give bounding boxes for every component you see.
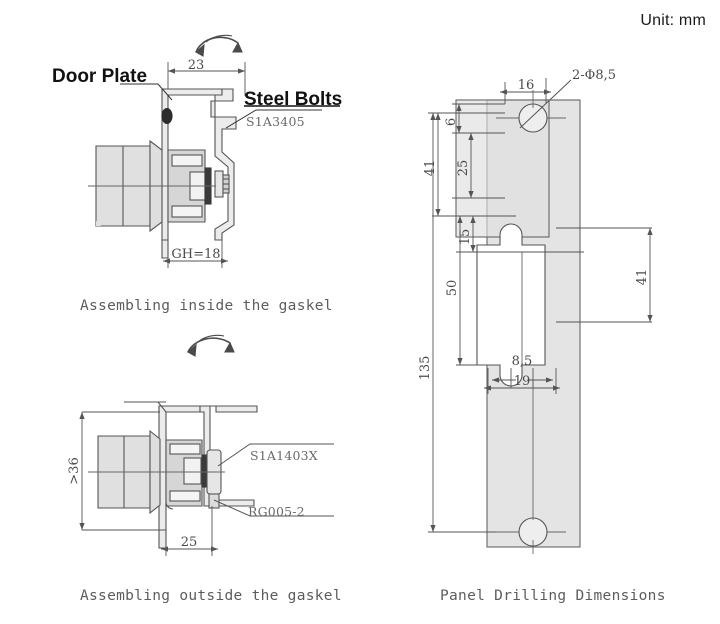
caption-assembling-outside: Assembling outside the gaskel [80,588,342,604]
label-door-plate: Door Plate [52,66,148,87]
housing-arc-detail [165,501,174,510]
lock-housing-2 [165,439,208,507]
gasket-ring [206,449,222,509]
dim-gh18 [163,236,228,268]
dim-text-41-right: 41 [635,269,650,286]
steel-bolt-bracket [210,88,237,241]
view-assembling-outside [79,334,334,556]
leader-rg0052 [213,499,334,517]
nut-stack [214,170,230,198]
dim-text-gh18: GH=18 [171,247,220,262]
dim-text-50: 50 [445,280,460,297]
dim-text-6: 6 [444,118,459,126]
dim-41-right [556,227,653,323]
dim-slot-19 [484,368,560,394]
unit-label: Unit: mm [640,12,706,29]
dim-text-41-left: 41 [423,160,438,177]
bracket-outside [199,405,258,507]
view-panel-drilling [428,78,653,554]
part-code-s1a3405: S1A3405 [246,114,305,129]
dim-text-25-panel: 25 [456,160,471,177]
dim-16 [500,78,551,104]
dim-text-slot-19: 19 [514,374,531,389]
label-steel-bolts: Steel Bolts [244,89,343,110]
dim-text-135: 135 [418,356,433,381]
dim-text-16: 16 [518,78,535,93]
dim-25-outside [161,506,218,556]
rotation-arc-icon-2 [187,334,235,357]
dim-text-36: >36 [67,457,82,484]
top-fixing-hole [518,103,548,133]
leader-steel-bolts [225,109,322,129]
dim-text-15: 15 [458,229,473,246]
view-assembling-inside [88,34,340,268]
caption-assembling-inside: Assembling inside the gaskel [80,298,333,314]
leader-hole-spec [519,79,572,129]
dim-text-slot-85: 8,5 [512,354,533,369]
part-code-s1a1403x: S1A1403X [250,448,318,463]
dim-50 [456,215,500,366]
dim-23 [167,62,246,96]
dim-text-23: 23 [188,58,205,73]
part-code-rg005-2: RG005-2 [248,504,305,519]
dim-text-hole-spec: 2-Φ8,5 [572,68,616,83]
dim-slot-85 [492,368,553,388]
dim-text-25-outside: 25 [181,535,198,550]
leader-s1a1403x [217,443,334,467]
dim-36 [79,411,160,531]
caption-panel-drilling: Panel Drilling Dimensions [440,588,666,604]
gasket-bead [161,107,173,125]
dim-25-panel [452,132,505,199]
rotation-arc-icon [195,34,243,57]
leader-door-plate [120,83,173,101]
